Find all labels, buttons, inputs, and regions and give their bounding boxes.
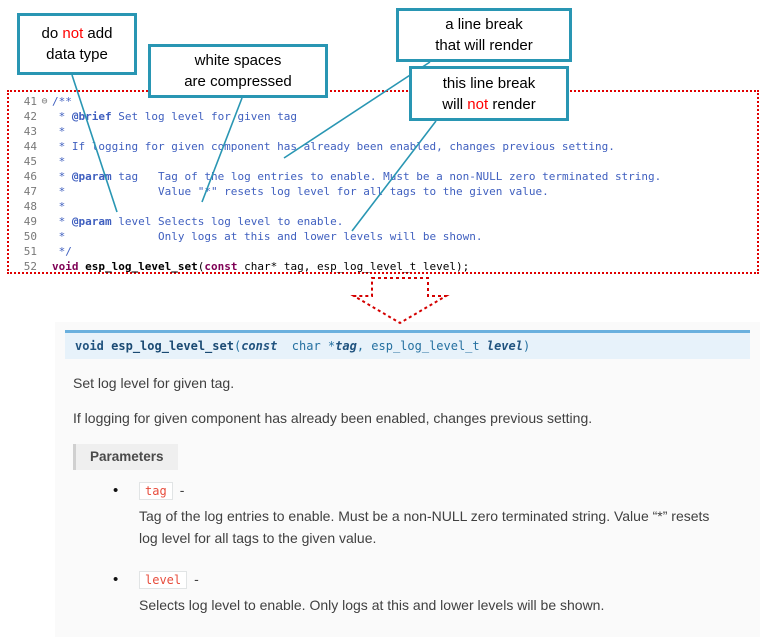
doc-paragraph-brief: Set log level for given tag. bbox=[73, 375, 235, 391]
parameter-separator: - bbox=[179, 482, 185, 498]
line-number: 49 bbox=[23, 215, 37, 228]
line-number: 43 bbox=[23, 125, 37, 138]
callout-whitespace-compressed: white spaces are compressed bbox=[148, 44, 328, 98]
code-line: 50 * Only logs at this and lower levels … bbox=[11, 229, 757, 244]
callout-line-break-renders: a line break that will render bbox=[396, 8, 572, 62]
code-text: /** bbox=[52, 95, 72, 108]
code-line: 51 */ bbox=[11, 244, 757, 259]
callout-text: will not render bbox=[442, 95, 536, 113]
callout-text: do not add bbox=[41, 25, 113, 42]
fold-gutter bbox=[37, 244, 52, 259]
parameter-content: tag- Tag of the log entries to enable. Mu… bbox=[139, 482, 731, 549]
callout-text: white spaces bbox=[194, 52, 282, 69]
code-text: * If logging for given component has alr… bbox=[52, 140, 615, 153]
code-text: * @brief Set log level for given tag bbox=[52, 110, 298, 123]
fold-gutter bbox=[37, 124, 52, 139]
fold-gutter bbox=[37, 214, 52, 229]
callout-text: are compressed bbox=[184, 73, 292, 90]
line-number: 51 bbox=[23, 245, 37, 258]
code-text: * Value "*" resets log level for all tag… bbox=[52, 185, 549, 198]
code-line: 48 * bbox=[11, 199, 757, 214]
parameter-name-line: level- bbox=[139, 571, 604, 589]
function-signature: void esp_log_level_set(const char *tag, … bbox=[65, 330, 750, 359]
line-number: 44 bbox=[23, 140, 37, 153]
code-line: 42 * @brief Set log level for given tag bbox=[11, 109, 757, 124]
fold-gutter bbox=[37, 184, 52, 199]
code-text: */ bbox=[52, 245, 72, 258]
parameter-name-line: tag- bbox=[139, 482, 731, 500]
bullet-icon: • bbox=[113, 482, 119, 499]
code-line: 47 * Value "*" resets log level for all … bbox=[11, 184, 757, 199]
callout-text: this line break bbox=[442, 74, 536, 92]
parameter-item: • level- Selects log level to enable. Only… bbox=[113, 571, 750, 616]
rendered-documentation-panel: void esp_log_level_set(const char *tag, … bbox=[55, 322, 760, 637]
code-line: 46 * @param tag Tag of the log entries t… bbox=[11, 169, 757, 184]
line-number: 48 bbox=[23, 200, 37, 213]
callout-text: data type bbox=[46, 46, 108, 63]
callout-text: a line break bbox=[445, 16, 523, 33]
parameter-description: Tag of the log entries to enable. Must b… bbox=[139, 508, 710, 546]
fold-gutter bbox=[37, 199, 52, 214]
code-text: * bbox=[52, 200, 66, 213]
fold-gutter bbox=[37, 259, 52, 274]
code-lines: 41⊖/**42 * @brief Set log level for give… bbox=[11, 94, 757, 274]
parameter-list: •tag-Tag of the log entries to enable. M… bbox=[65, 482, 750, 616]
code-text: * @param level Selects log level to enab… bbox=[52, 215, 344, 228]
parameter-name-badge: tag bbox=[139, 482, 173, 500]
code-line: 43 * bbox=[11, 124, 757, 139]
code-line: 52 void esp_log_level_set(const char* tag… bbox=[11, 259, 757, 274]
parameter-description: Selects log level to enable. Only logs a… bbox=[139, 597, 605, 613]
parameter-item: • tag- Tag of the log entries to enable. M… bbox=[113, 482, 750, 549]
bullet-icon: • bbox=[113, 571, 119, 588]
code-line: 45 * bbox=[11, 154, 757, 169]
code-line: 41 ⊖ /** bbox=[11, 94, 757, 109]
doc-paragraph-details: If logging for given component has alrea… bbox=[73, 410, 593, 426]
fold-gutter bbox=[37, 154, 52, 169]
flow-down-arrow-icon bbox=[350, 277, 450, 325]
parameters-heading: Parameters bbox=[73, 444, 178, 470]
fold-gutter bbox=[37, 229, 52, 244]
code-line: 44 * If logging for given component has … bbox=[11, 139, 757, 154]
line-number: 47 bbox=[23, 185, 37, 198]
code-text: * bbox=[52, 155, 66, 168]
line-number: 50 bbox=[23, 230, 37, 243]
fold-collapse-icon: ⊖ bbox=[41, 96, 48, 107]
parameter-content: level- Selects log level to enable. Only … bbox=[139, 571, 604, 616]
line-number: 46 bbox=[23, 170, 37, 183]
code-line: 49 * @param level Selects log level to e… bbox=[11, 214, 757, 229]
source-code-editor-snippet: 41⊖/**42 * @brief Set log level for give… bbox=[7, 90, 759, 274]
code-text: * bbox=[52, 125, 66, 138]
line-number: 45 bbox=[23, 155, 37, 168]
line-number: 52 bbox=[23, 260, 37, 273]
parameter-separator: - bbox=[194, 571, 199, 587]
code-text: void esp_log_level_set(const char* tag, … bbox=[52, 260, 470, 273]
callout-no-data-type: do not add data type bbox=[17, 13, 137, 75]
callout-line-break-not-render: this line break will not render bbox=[409, 66, 569, 121]
fold-gutter bbox=[37, 109, 52, 124]
code-text: * @param tag Tag of the log entries to e… bbox=[52, 170, 662, 183]
line-number: 42 bbox=[23, 110, 37, 123]
code-text: * Only logs at this and lower levels wil… bbox=[52, 230, 483, 243]
line-number: 41 bbox=[23, 95, 37, 108]
fold-gutter bbox=[37, 139, 52, 154]
parameter-name-badge: level bbox=[139, 571, 188, 589]
callout-text: that will render bbox=[435, 37, 533, 54]
fold-gutter bbox=[37, 169, 52, 184]
